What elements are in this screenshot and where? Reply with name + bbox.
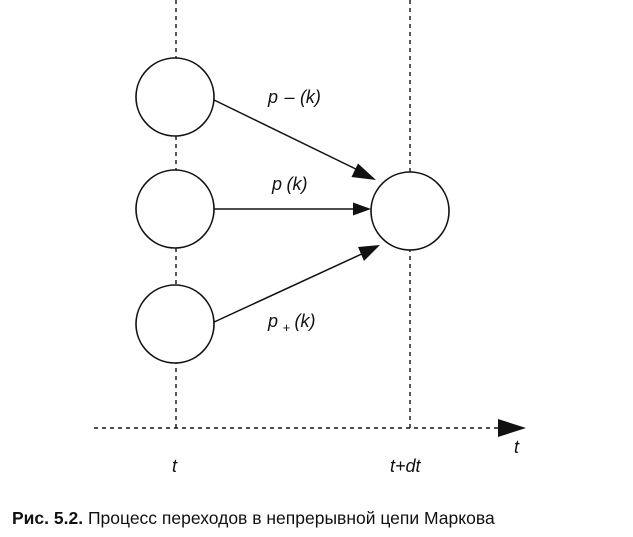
figure-caption: Рис. 5.2. Процесс переходов в непрерывно… <box>12 508 627 529</box>
time-axis-label: t <box>514 437 520 457</box>
tick-label-t-dt: t+dt <box>390 456 422 476</box>
transition-label-plus: p + (k) <box>267 311 316 336</box>
figure-number: Рис. 5.2. <box>12 508 84 528</box>
state-circle-lower-at-t <box>135 284 215 364</box>
figure-caption-text: Процесс переходов в непрерывной цепи Мар… <box>87 508 495 528</box>
state-circle-at-t-dt <box>370 171 450 251</box>
transition-label-zero: p (k) <box>271 174 307 194</box>
transition-arrowhead-minus <box>351 163 376 180</box>
transition-label-minus: p – (k) <box>267 87 321 107</box>
transition-arrowhead-plus <box>358 245 380 261</box>
transition-arrowhead-zero <box>353 202 371 216</box>
state-circle-middle-at-t <box>135 169 215 249</box>
time-axis-arrowhead <box>498 419 526 437</box>
transition-arrow-minus <box>211 98 365 174</box>
transition-arrow-plus <box>211 251 367 324</box>
state-circle-upper-at-t <box>135 57 215 137</box>
tick-label-t: t <box>172 456 178 476</box>
